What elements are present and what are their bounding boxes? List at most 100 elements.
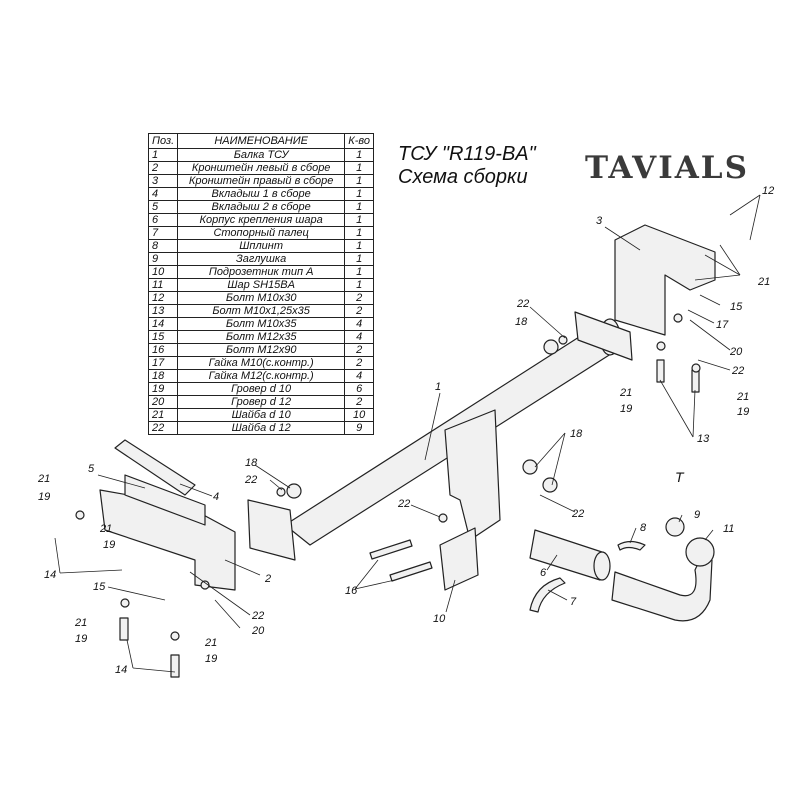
callout-1: 1 bbox=[435, 381, 441, 393]
washer-d12 bbox=[276, 487, 286, 497]
bolt-m12x90-lower bbox=[389, 561, 433, 582]
washer-d10 bbox=[170, 631, 180, 641]
nut-m12 bbox=[542, 477, 558, 493]
callout-21g: 21 bbox=[757, 276, 770, 288]
bolt-m12x90-upper bbox=[369, 539, 413, 560]
callout-13: 13 bbox=[697, 433, 710, 445]
callout-16: 16 bbox=[345, 585, 358, 597]
insert-2 bbox=[124, 474, 206, 526]
bolt-vertical-left-2 bbox=[170, 654, 180, 678]
diagram-subtitle: Схема сборки bbox=[398, 166, 528, 188]
quantity-cell: 4 bbox=[344, 317, 375, 331]
callout-5: 5 bbox=[88, 463, 95, 475]
washer-d10 bbox=[691, 363, 701, 373]
callout-22d: 22 bbox=[571, 508, 584, 520]
leader-lines bbox=[54, 194, 761, 673]
bolt-vertical-left bbox=[119, 617, 129, 641]
table-header-row: Поз. НАИМЕНОВАНИЕ К-во bbox=[147, 133, 375, 149]
callout-22f: 22 bbox=[251, 610, 264, 622]
callout-19b: 19 bbox=[103, 539, 115, 551]
washer-d10 bbox=[656, 341, 666, 351]
callout-4: 4 bbox=[213, 491, 219, 503]
callout-2: 2 bbox=[264, 573, 271, 585]
callout-19c: 19 bbox=[75, 633, 87, 645]
callout-7: 7 bbox=[570, 596, 577, 608]
beam-right-plate bbox=[574, 311, 633, 361]
nut-m12 bbox=[286, 483, 302, 499]
insert-1 bbox=[114, 439, 196, 496]
towbar-mount bbox=[444, 409, 501, 541]
callout-t: T bbox=[675, 469, 685, 485]
callout-18: 18 bbox=[515, 316, 528, 328]
callout-21f: 21 bbox=[736, 391, 749, 403]
callout-22c: 22 bbox=[397, 498, 410, 510]
ball-mount-body-end bbox=[593, 551, 611, 581]
callout-22: 22 bbox=[516, 298, 529, 310]
nut-m12 bbox=[543, 339, 559, 355]
tow-ball bbox=[685, 537, 715, 567]
callout-14b: 14 bbox=[115, 664, 127, 676]
callout-14: 14 bbox=[44, 569, 56, 581]
nut-m12 bbox=[522, 459, 538, 475]
bolt-vertical-right bbox=[656, 359, 665, 383]
locking-pin bbox=[529, 577, 566, 613]
callout-19d: 19 bbox=[205, 653, 217, 665]
washer-d12 bbox=[200, 580, 210, 590]
callout-11: 11 bbox=[723, 523, 734, 535]
callout-21b: 21 bbox=[99, 523, 112, 535]
callout-19: 19 bbox=[38, 491, 50, 503]
washer-d12 bbox=[438, 513, 448, 523]
washer-d10 bbox=[75, 510, 85, 520]
callout-6: 6 bbox=[540, 567, 547, 579]
callout-17: 17 bbox=[716, 319, 729, 331]
washer-d10 bbox=[120, 598, 130, 608]
callouts: 1 2 3 4 5 6 7 8 9 10 11 12 13 14 14 15 1… bbox=[37, 185, 774, 676]
beam-left-plate bbox=[247, 499, 296, 561]
tavials-logo: TAVIALS bbox=[585, 150, 749, 186]
callout-19e: 19 bbox=[620, 403, 632, 415]
callout-20b: 20 bbox=[251, 625, 265, 637]
socket-plate bbox=[439, 527, 479, 591]
washer-d12 bbox=[558, 335, 568, 345]
quantity-cell: 1 bbox=[344, 213, 375, 227]
position-cell: 6 bbox=[147, 213, 179, 227]
callout-9: 9 bbox=[694, 509, 700, 521]
washer-d12 bbox=[673, 313, 683, 323]
callout-21d: 21 bbox=[204, 637, 217, 649]
callout-15: 15 bbox=[93, 581, 106, 593]
callout-22e: 22 bbox=[731, 365, 744, 377]
diagram-title: ТСУ "R119-BA" bbox=[398, 143, 536, 165]
quantity-cell: 9 bbox=[344, 421, 375, 435]
callout-3: 3 bbox=[596, 215, 603, 227]
bolt-vertical-right-2 bbox=[691, 369, 700, 393]
quantity-cell: 1 bbox=[344, 226, 375, 240]
callout-20: 20 bbox=[729, 346, 743, 358]
callout-21e: 21 bbox=[619, 387, 632, 399]
callout-21c: 21 bbox=[74, 617, 87, 629]
callout-18b: 18 bbox=[245, 457, 258, 469]
position-cell: 22 bbox=[147, 421, 179, 435]
cotter-pin bbox=[617, 540, 646, 551]
callout-10: 10 bbox=[433, 613, 446, 625]
callout-15b: 15 bbox=[730, 301, 743, 313]
callout-12: 12 bbox=[762, 185, 774, 197]
callout-22b: 22 bbox=[244, 474, 257, 486]
callout-8: 8 bbox=[640, 522, 647, 534]
right-bracket bbox=[614, 224, 716, 336]
callout-19f: 19 bbox=[737, 406, 749, 418]
quantity-cell: 2 bbox=[344, 395, 375, 409]
callout-21: 21 bbox=[37, 473, 50, 485]
